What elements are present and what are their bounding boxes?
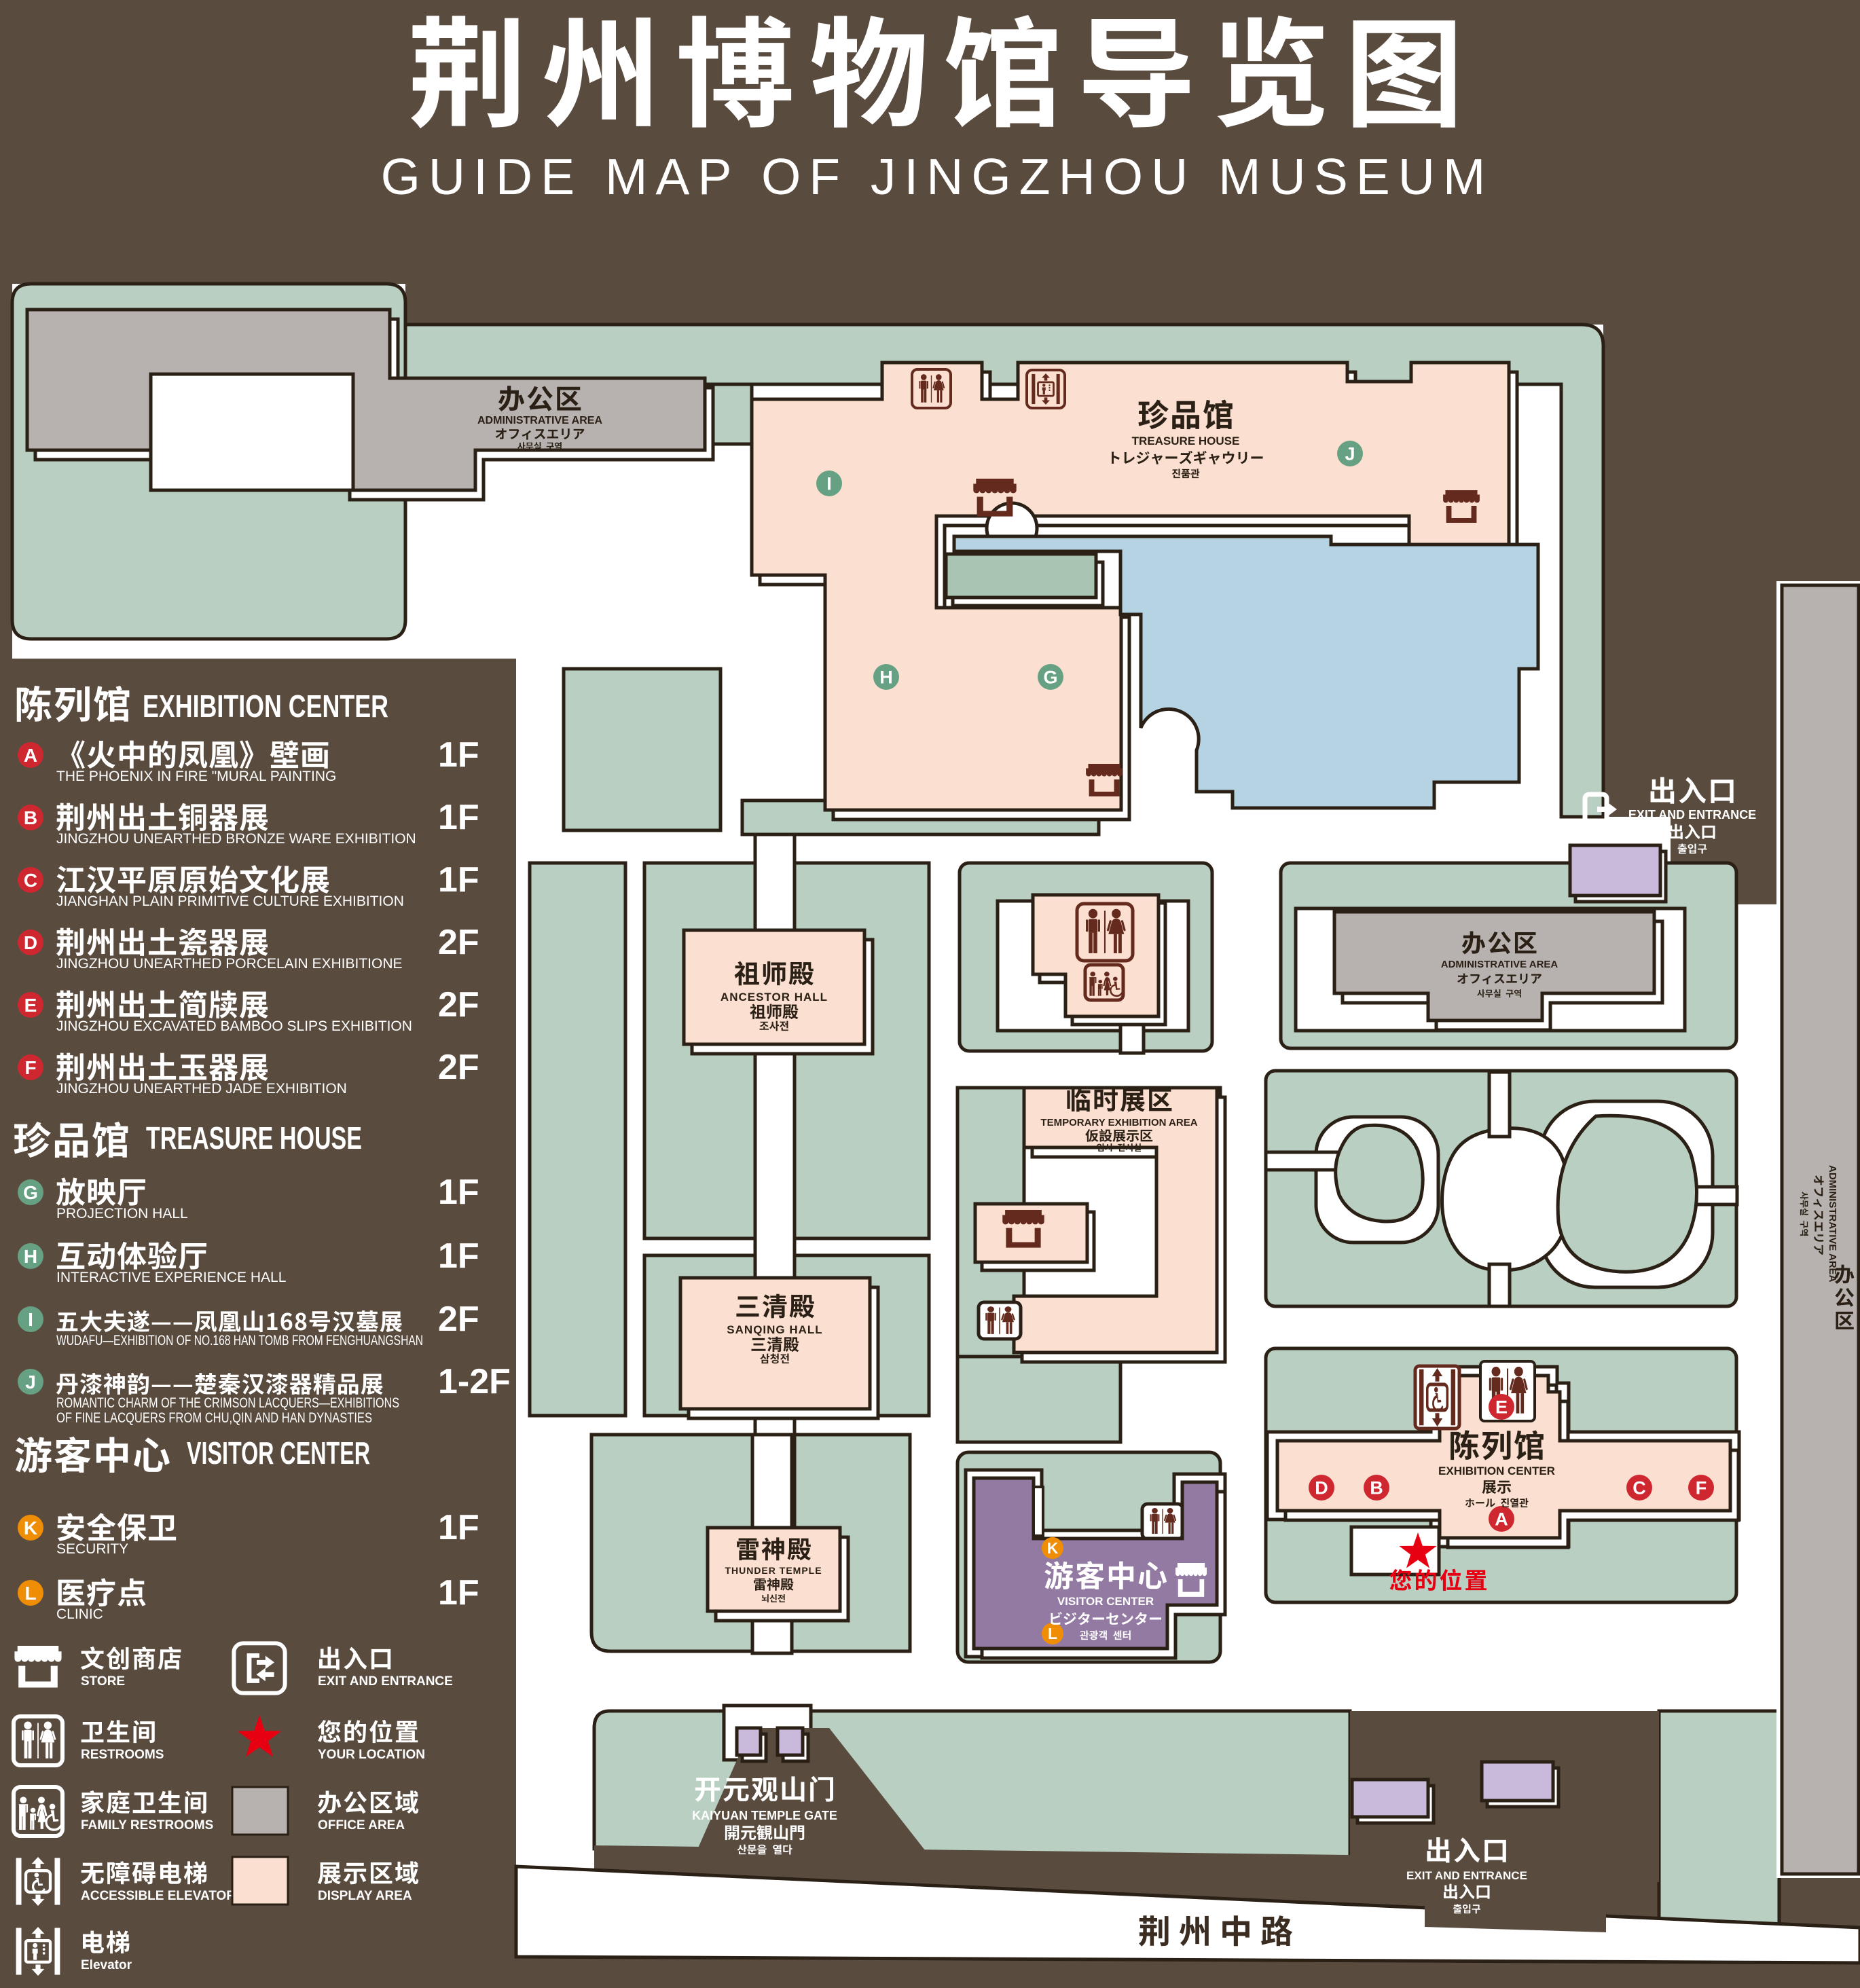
svg-text:1F: 1F [438, 860, 479, 900]
svg-text:L: L [1048, 1625, 1057, 1642]
svg-text:1F: 1F [438, 798, 479, 837]
svg-text:E: E [1495, 1397, 1508, 1417]
svg-text:H: H [24, 1246, 37, 1267]
svg-text:JINGZHOU EXCAVATED BAMBOO SLIP: JINGZHOU EXCAVATED BAMBOO SLIPS EXHIBITI… [56, 1018, 412, 1034]
svg-text:H: H [879, 667, 893, 687]
svg-text:B: B [24, 807, 37, 828]
svg-text:WUDAFU—EXHIBITION OF NO.168 HA: WUDAFU—EXHIBITION OF NO.168 HAN TOMB FRO… [56, 1333, 423, 1348]
svg-text:Elevator: Elevator [81, 1958, 132, 1972]
svg-text:1F: 1F [438, 1508, 479, 1547]
svg-text:VISITOR CENTER: VISITOR CENTER [1057, 1595, 1154, 1608]
svg-text:SECURITY: SECURITY [56, 1541, 128, 1557]
svg-text:2F: 2F [438, 985, 479, 1025]
svg-text:INTERACTIVE EXPERIENCE HALL: INTERACTIVE EXPERIENCE HALL [56, 1270, 286, 1285]
svg-text:ANCESTOR HALL: ANCESTOR HALL [721, 991, 828, 1004]
svg-text:G: G [23, 1182, 38, 1203]
svg-text:RESTROOMS: RESTROOMS [81, 1748, 164, 1762]
svg-text:TREASURE HOUSE: TREASURE HOUSE [146, 1120, 362, 1156]
svg-text:1F: 1F [438, 1173, 479, 1212]
svg-text:L: L [24, 1583, 36, 1604]
svg-text:ACCESSIBLE ELEVATOR: ACCESSIBLE ELEVATOR [81, 1889, 236, 1903]
svg-text:JINGZHOU UNEARTHED PORCELAIN E: JINGZHOU UNEARTHED PORCELAIN EXHIBITIONE [56, 956, 403, 972]
svg-text:ADMINISTRATIVE AREA: ADMINISTRATIVE AREA [477, 415, 602, 426]
svg-text:ADMINISTRATIVE AREA: ADMINISTRATIVE AREA [1441, 959, 1558, 970]
svg-text:C: C [1633, 1477, 1646, 1498]
svg-text:SANQING HALL: SANQING HALL [727, 1323, 822, 1336]
svg-text:ROMANTIC CHARM OF THE CRIMSON: ROMANTIC CHARM OF THE CRIMSON LACQUERS—E… [56, 1395, 399, 1411]
svg-text:K: K [24, 1517, 37, 1539]
svg-text:KAIYUAN TEMPLE GATE: KAIYUAN TEMPLE GATE [692, 1809, 837, 1822]
svg-text:OF FINE LACQUERS FROM CHU,QIN: OF FINE LACQUERS FROM CHU,QIN AND HAN DY… [56, 1410, 372, 1426]
svg-text:OFFICE AREA: OFFICE AREA [318, 1818, 405, 1833]
svg-text:TREASURE HOUSE: TREASURE HOUSE [1132, 435, 1240, 447]
svg-text:2F: 2F [438, 1300, 479, 1339]
svg-text:I: I [826, 473, 832, 494]
svg-text:2F: 2F [438, 1048, 479, 1087]
svg-text:JIANGHAN PLAIN PRIMITIVE CULTU: JIANGHAN PLAIN PRIMITIVE CULTURE EXHIBIT… [56, 894, 404, 909]
svg-text:2F: 2F [438, 923, 479, 962]
svg-text:1F: 1F [438, 735, 479, 775]
svg-text:DISPLAY AREA: DISPLAY AREA [318, 1889, 412, 1903]
svg-text:FAMILY RESTROOMS: FAMILY RESTROOMS [81, 1818, 213, 1833]
svg-text:VISITOR CENTER: VISITOR CENTER [187, 1435, 370, 1471]
svg-text:G: G [1043, 667, 1057, 687]
svg-text:STORE: STORE [81, 1674, 125, 1689]
svg-text:1F: 1F [438, 1236, 479, 1276]
svg-text:PROJECTION HALL: PROJECTION HALL [56, 1206, 188, 1221]
svg-text:JINGZHOU UNEARTHED JADE EXHIBI: JINGZHOU UNEARTHED JADE EXHIBITION [56, 1081, 347, 1097]
svg-text:D: D [1315, 1477, 1328, 1498]
svg-text:EXIT AND ENTRANCE: EXIT AND ENTRANCE [1406, 1869, 1527, 1882]
svg-text:THE PHOENIX IN FIRE "MURAL PAI: THE PHOENIX IN FIRE "MURAL PAINTING [56, 769, 336, 784]
svg-text:D: D [24, 932, 37, 953]
svg-text:A: A [1495, 1509, 1508, 1529]
svg-text:C: C [24, 870, 37, 891]
svg-text:EXIT AND ENTRANCE: EXIT AND ENTRANCE [318, 1674, 453, 1689]
svg-text:1F: 1F [438, 1573, 479, 1613]
svg-text:F: F [24, 1057, 36, 1078]
svg-text:YOUR LOCATION: YOUR LOCATION [318, 1748, 425, 1762]
svg-text:F: F [1696, 1477, 1707, 1498]
svg-text:EXHIBITION CENTER: EXHIBITION CENTER [1438, 1465, 1555, 1477]
svg-text:J: J [1345, 443, 1355, 464]
svg-text:EXHIBITION CENTER: EXHIBITION CENTER [143, 688, 388, 724]
svg-text:TEMPORARY EXHIBITION AREA: TEMPORARY EXHIBITION AREA [1040, 1117, 1197, 1128]
svg-text:ADMINISTRATIVE AREA: ADMINISTRATIVE AREA [1827, 1165, 1838, 1283]
svg-text:E: E [24, 995, 37, 1016]
svg-text:GUIDE MAP OF JINGZHOU MUSEUM: GUIDE MAP OF JINGZHOU MUSEUM [381, 148, 1494, 205]
svg-text:A: A [24, 745, 37, 766]
svg-text:CLINIC: CLINIC [56, 1606, 103, 1622]
svg-text:THUNDER TEMPLE: THUNDER TEMPLE [725, 1565, 822, 1576]
svg-text:B: B [1370, 1477, 1383, 1498]
svg-text:1-2F: 1-2F [438, 1362, 511, 1401]
svg-text:EXIT AND ENTRANCE: EXIT AND ENTRANCE [1628, 808, 1756, 822]
svg-text:K: K [1047, 1539, 1059, 1557]
svg-text:J: J [25, 1372, 36, 1393]
svg-text:I: I [28, 1309, 33, 1330]
svg-text:JINGZHOU UNEARTHED BRONZE WARE: JINGZHOU UNEARTHED BRONZE WARE EXHIBITIO… [56, 831, 416, 847]
